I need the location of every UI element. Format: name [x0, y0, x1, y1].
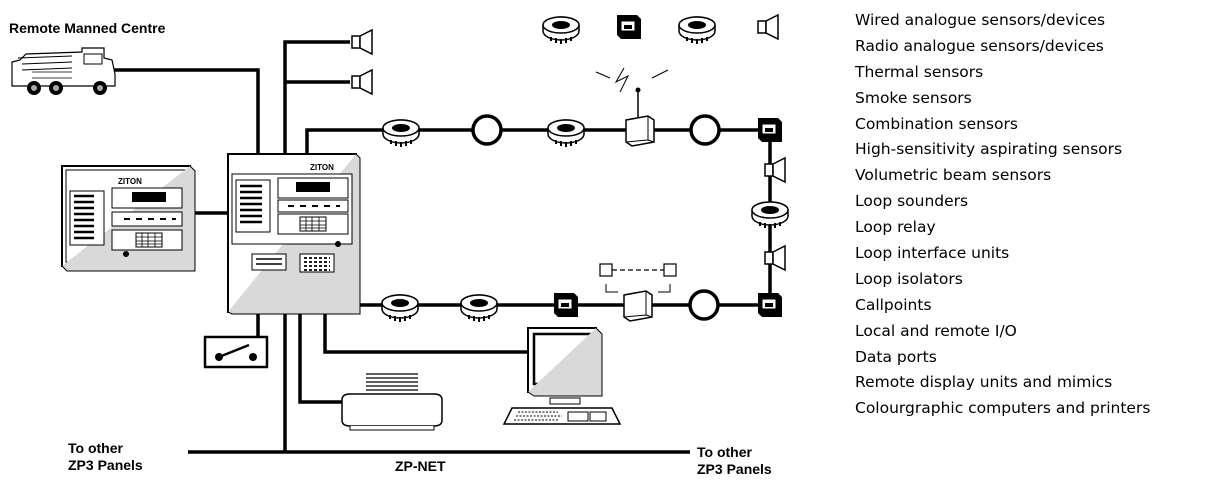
- feature-item: High-sensitivity aspirating sensors: [855, 140, 1123, 159]
- printer-icon: [341, 370, 443, 431]
- feature-item: Smoke sensors: [855, 88, 972, 107]
- right-network-label-line2: ZP3 Panels: [697, 461, 772, 477]
- feature-item: Local and remote I/O: [855, 321, 1017, 340]
- sounder-icon: [757, 14, 779, 40]
- remote-manned-centre-label: Remote Manned Centre: [9, 20, 166, 36]
- sounder-icon: [351, 29, 373, 55]
- brand-label: ZITON: [118, 177, 142, 186]
- callpoint-icon: [757, 117, 783, 143]
- feature-item: Data ports: [855, 347, 937, 366]
- sounder-icon: [764, 245, 786, 271]
- zp-net-label: ZP-NET: [395, 458, 446, 474]
- callpoint-icon: [616, 14, 642, 40]
- smoke-detector-icon: [751, 201, 789, 230]
- remote-display-unit: ZITON: [61, 165, 196, 272]
- loop-isolator-icon: [688, 289, 720, 321]
- feature-item: Loop relay: [855, 218, 936, 237]
- feature-item: Volumetric beam sensors: [855, 166, 1052, 185]
- brand-label: ZITON: [310, 163, 334, 172]
- callpoint-icon: [553, 292, 579, 318]
- loop-interface-unit: [599, 263, 677, 322]
- loop-isolator-icon: [689, 114, 721, 146]
- smoke-detector-icon: [382, 119, 420, 148]
- computer-icon: [502, 327, 622, 425]
- feature-item: Loop sounders: [855, 192, 969, 211]
- smoke-detector-icon: [381, 294, 419, 323]
- feature-item: Loop isolators: [855, 269, 963, 288]
- radio-interface-icon: [595, 67, 669, 147]
- switch-icon: [203, 335, 269, 369]
- fire-panel-icon: ZITON: [227, 153, 361, 315]
- left-network-label-line2: ZP3 Panels: [68, 457, 143, 473]
- fire-engine-icon: [11, 47, 116, 95]
- feature-item: Callpoints: [855, 295, 932, 314]
- smoke-detector-icon: [460, 294, 498, 323]
- feature-item: Wired analogue sensors/devices: [855, 11, 1106, 29]
- callpoint-icon: [757, 292, 783, 318]
- feature-item: Colourgraphic computers and printers: [855, 399, 1151, 418]
- feature-item: Thermal sensors: [855, 62, 984, 81]
- sounder-icon: [351, 69, 373, 95]
- smoke-detector-icon: [547, 119, 585, 148]
- feature-item: Loop interface units: [855, 244, 1010, 263]
- left-network-label-line1: To other: [68, 440, 123, 456]
- feature-item: Combination sensors: [855, 114, 1018, 133]
- sounder-icon: [764, 157, 786, 183]
- feature-item: Remote display units and mimics: [855, 373, 1113, 392]
- right-network-label-line1: To other: [697, 444, 752, 460]
- smoke-detector-icon: [542, 16, 580, 45]
- feature-item: Radio analogue sensors/devices: [855, 36, 1104, 55]
- loop-isolator-icon: [471, 114, 503, 146]
- wiring: [113, 40, 772, 454]
- smoke-detector-icon: [678, 16, 716, 45]
